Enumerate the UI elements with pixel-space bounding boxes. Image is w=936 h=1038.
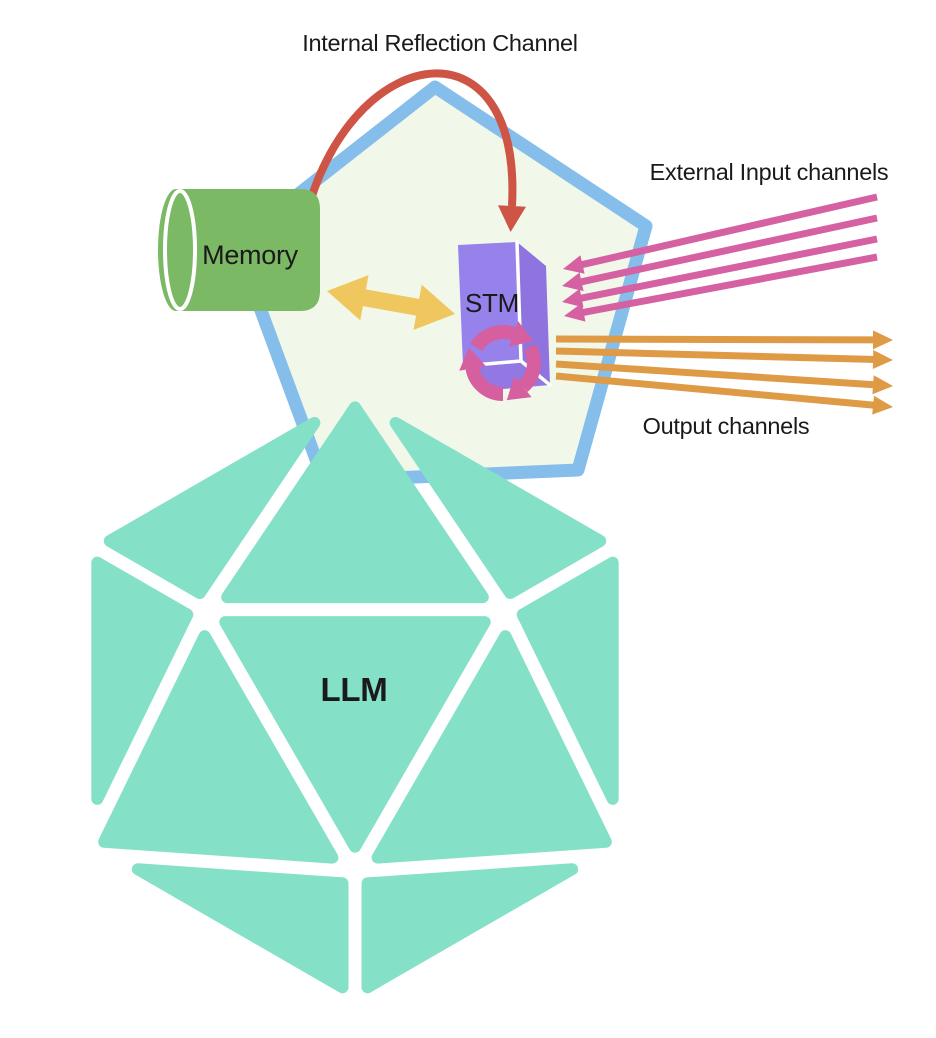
memory-cylinder-rim <box>163 189 197 311</box>
icosahedron-face <box>361 863 579 994</box>
stm-loop-arc <box>470 325 516 352</box>
stm-box: STM <box>458 240 552 390</box>
memory-label: Memory <box>202 240 299 270</box>
input-arrow-line <box>578 193 878 269</box>
llm-icosahedron <box>91 401 619 994</box>
stm-loop-arc <box>518 344 541 393</box>
output-arrow-head <box>872 350 893 369</box>
output-arrow-line <box>555 372 877 409</box>
icosahedron-face <box>131 863 349 994</box>
icosahedron-face <box>219 616 491 853</box>
internal-reflection-arc <box>306 69 517 207</box>
icosahedron-face <box>91 556 194 805</box>
icosahedron-face <box>389 416 607 599</box>
internal-reflection-label: Internal Reflection Channel <box>302 30 577 56</box>
input-arrow-line <box>577 214 878 286</box>
icosahedron-face <box>516 556 619 805</box>
stm-box-side-face <box>517 242 550 385</box>
stm-loop-arrowhead <box>506 376 532 401</box>
output-arrow-head <box>872 375 893 395</box>
output-arrow-line <box>555 335 877 344</box>
output-arrow-head <box>873 330 893 350</box>
stm-label: STM <box>465 288 519 318</box>
memory-node: Memory <box>158 189 320 311</box>
internal-reflection-arrowhead <box>498 205 526 232</box>
llm-label: LLM <box>321 671 388 708</box>
input-arrow-line <box>578 235 878 303</box>
stm-loop-arrowhead <box>509 321 534 347</box>
output-arrow-head <box>872 395 893 415</box>
input-arrow-head <box>563 255 585 274</box>
memory-stm-arrow <box>327 275 455 330</box>
internal-reflection-arrow <box>306 69 526 232</box>
stm-loop-arrowhead <box>459 347 486 371</box>
output-arrow-line <box>555 360 877 389</box>
output-arrow-line <box>555 347 877 363</box>
icosahedron-face <box>221 401 489 604</box>
input-arrow-line <box>580 253 878 317</box>
external-input-label: External Input channels <box>650 159 889 185</box>
icosahedron-face <box>371 630 612 864</box>
memory-cylinder-body <box>158 189 320 311</box>
stm-loop-arc <box>465 366 504 401</box>
stm-loop-icon <box>459 321 541 401</box>
input-arrow-head <box>564 303 586 322</box>
input-arrow-head <box>562 288 584 308</box>
external-input-arrows <box>562 193 878 322</box>
output-arrows <box>555 330 893 415</box>
icosahedron-face <box>103 416 321 599</box>
icosahedron-face <box>98 630 339 864</box>
output-label: Output channels <box>643 413 810 439</box>
input-arrow-head <box>562 272 584 292</box>
